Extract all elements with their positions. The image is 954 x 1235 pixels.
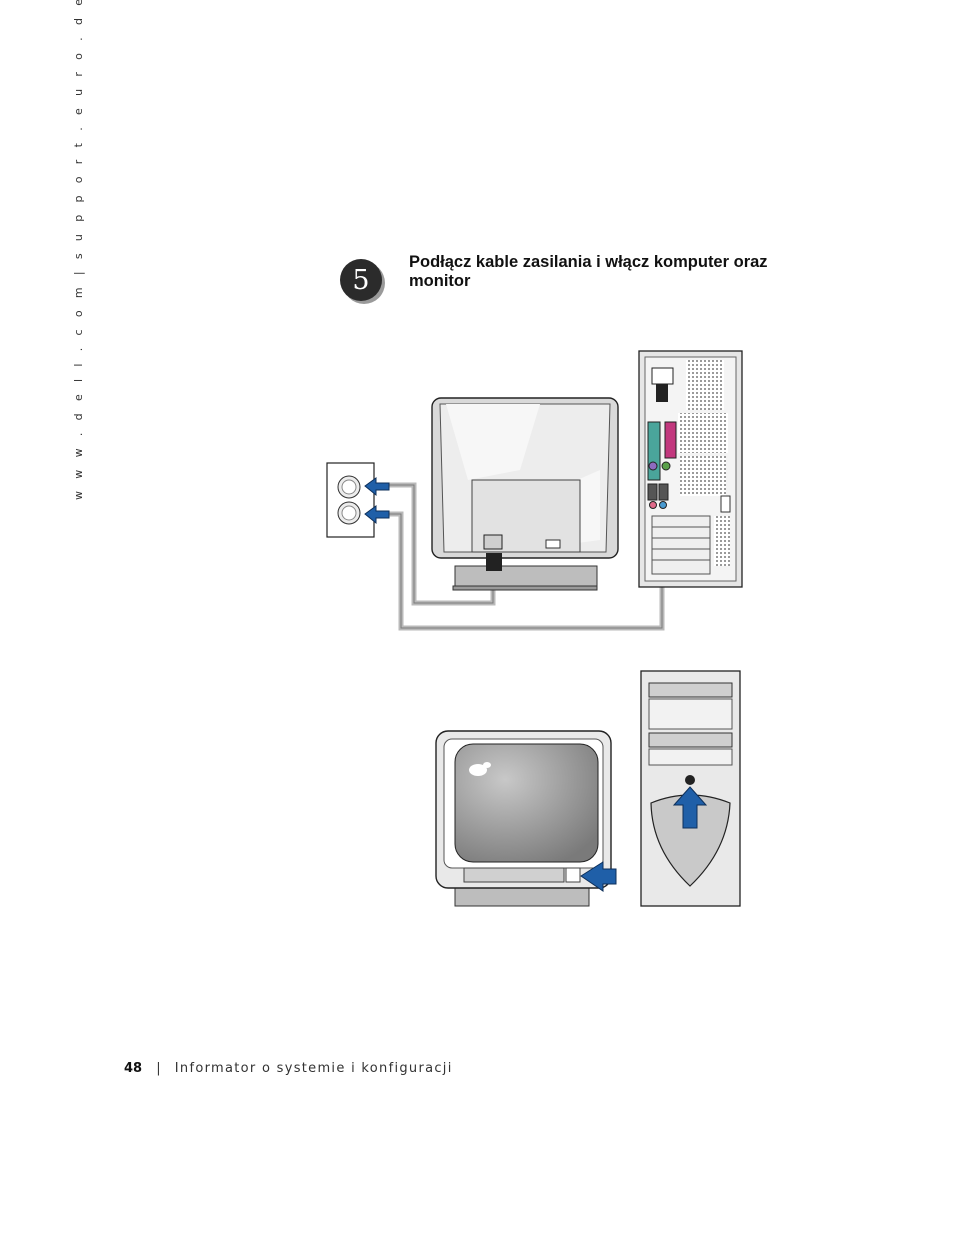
monitor-back-icon bbox=[431, 397, 619, 591]
footer-title: Informator o systemie i konfiguracji bbox=[174, 1061, 453, 1076]
page-footer: 48 | Informator o systemie i konfiguracj… bbox=[124, 1061, 453, 1081]
footer-separator: | bbox=[156, 1061, 161, 1076]
monitor-front-icon bbox=[435, 730, 612, 907]
arrow-icon bbox=[580, 786, 708, 892]
arrow-icon bbox=[364, 477, 390, 525]
computer-back-icon bbox=[638, 350, 743, 588]
step-number: 5 bbox=[352, 265, 369, 296]
step-title: Podłącz kable zasilania i włącz komputer… bbox=[409, 253, 768, 290]
step-number-badge: 5 bbox=[340, 259, 385, 304]
page-number: 48 bbox=[124, 1061, 143, 1076]
power-outlet-icon bbox=[326, 462, 375, 538]
